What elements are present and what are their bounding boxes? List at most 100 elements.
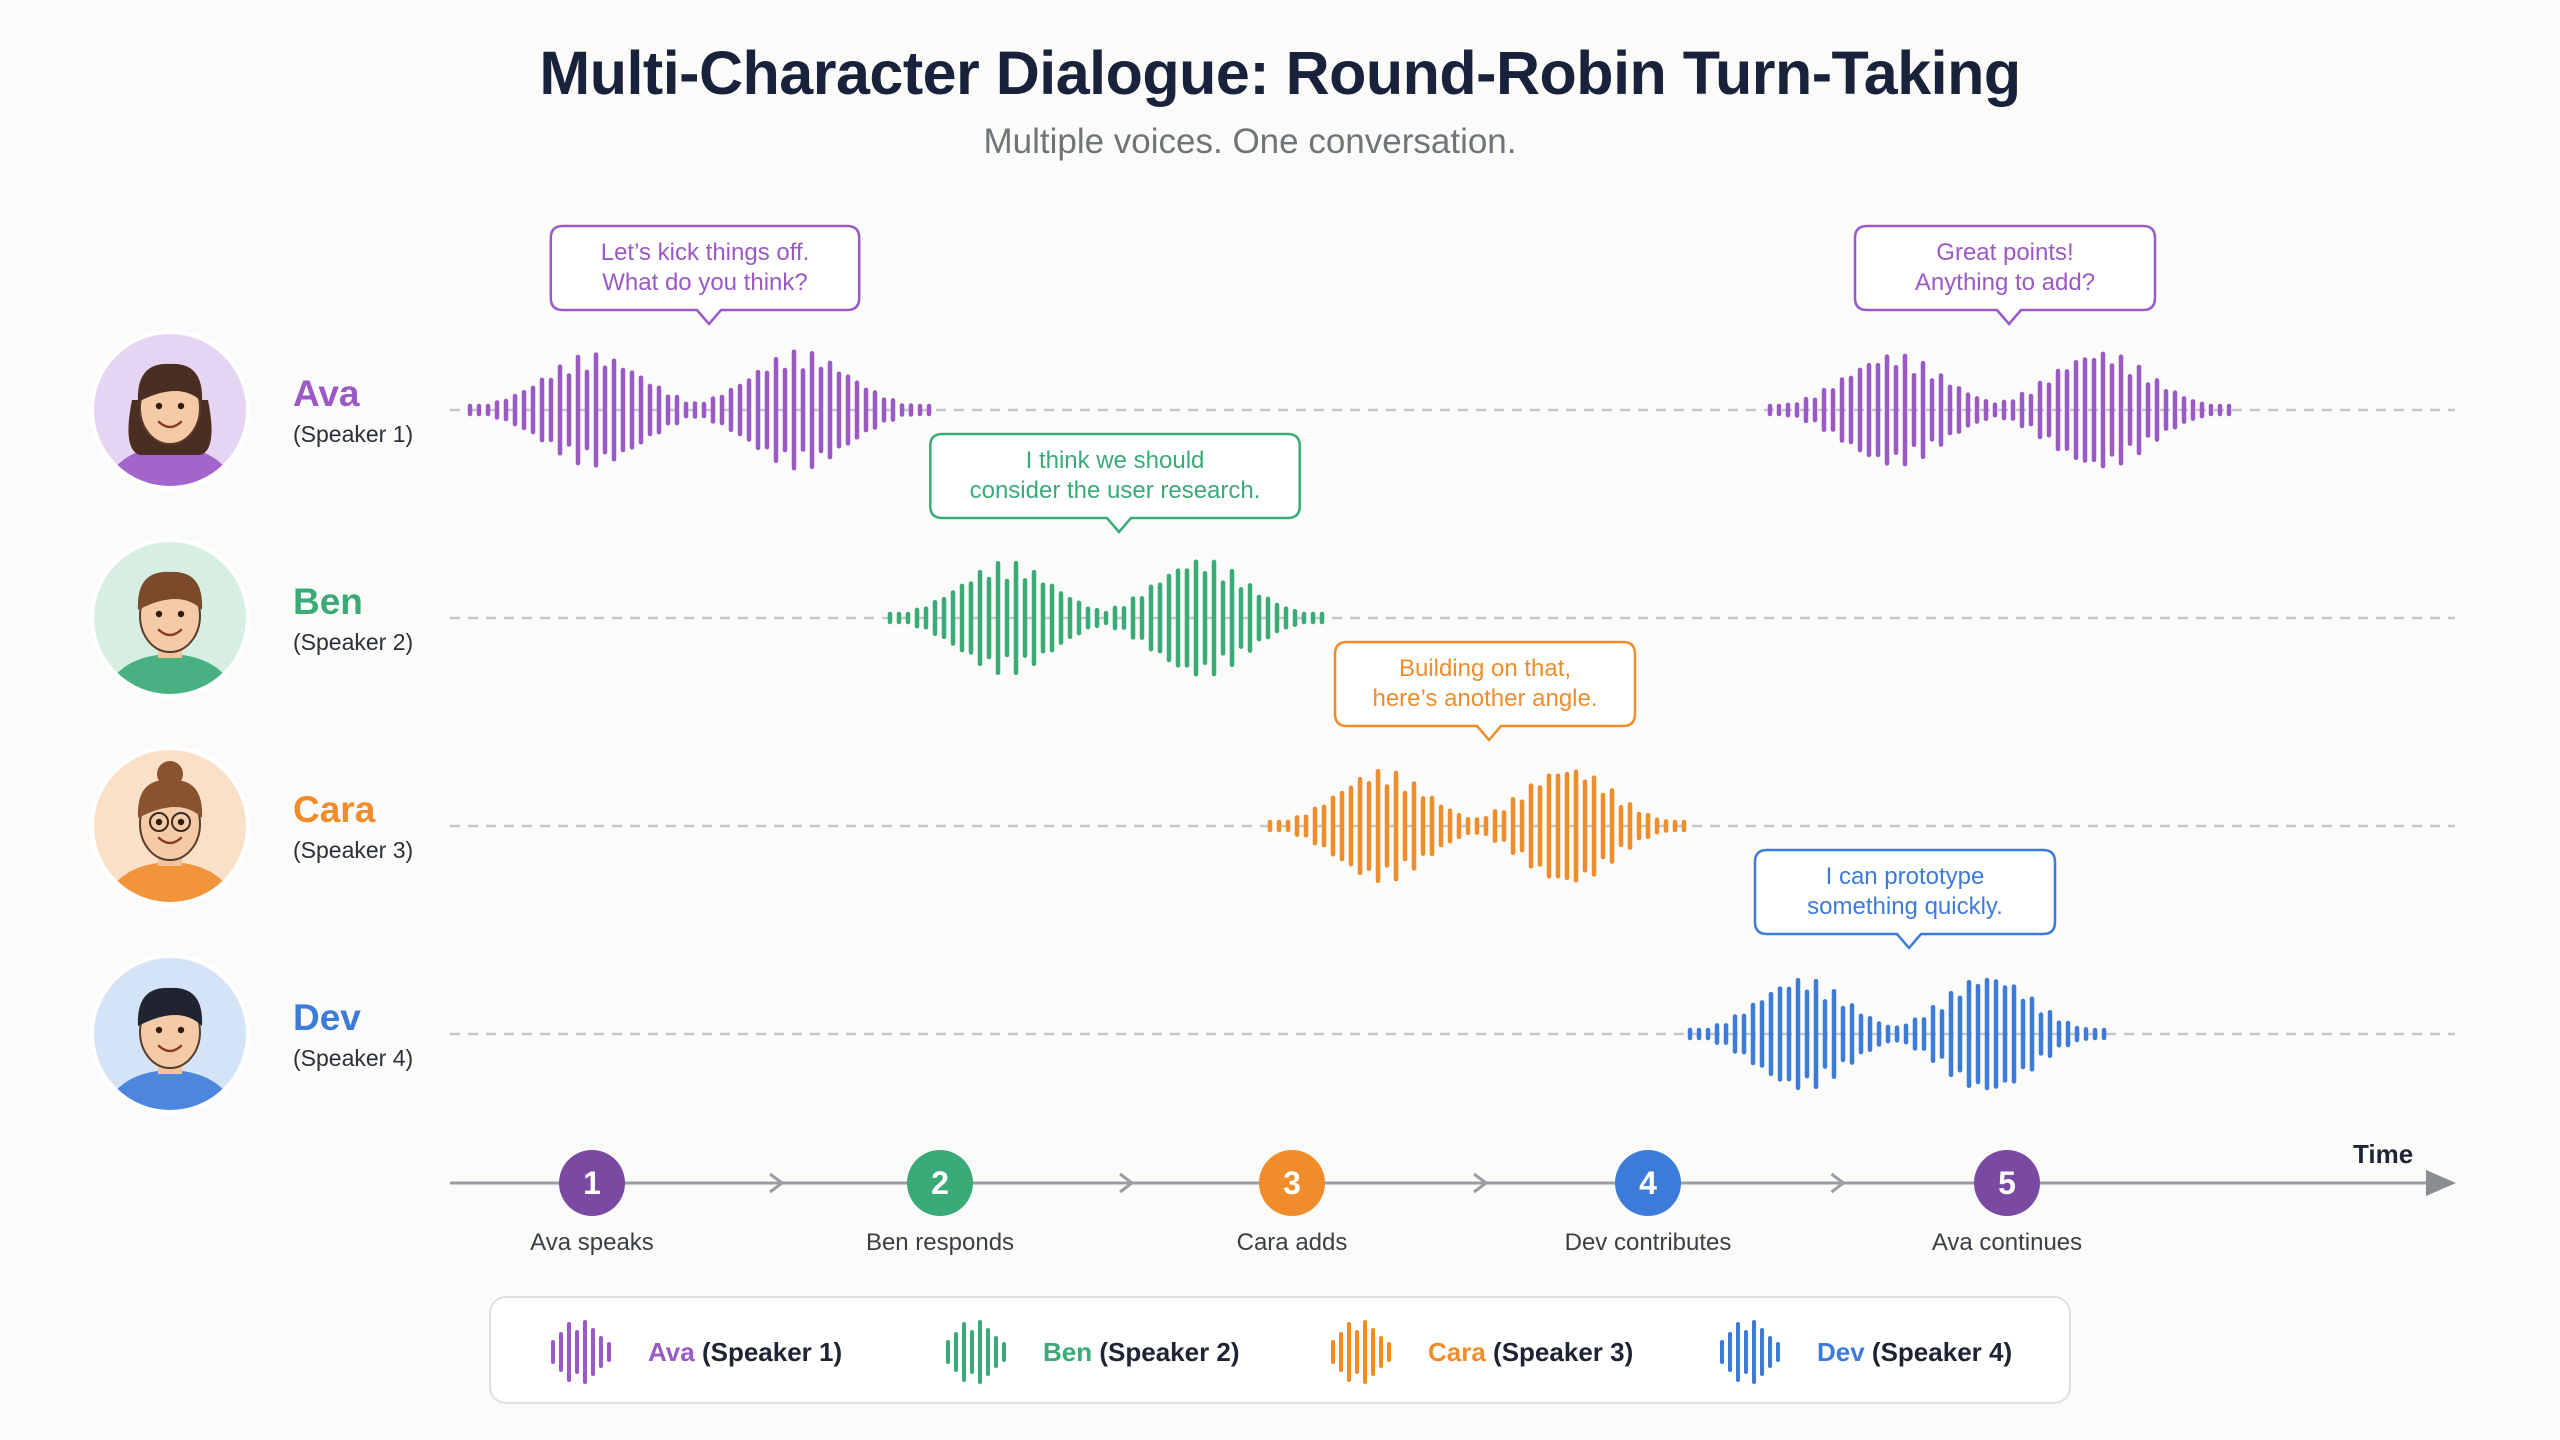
- avatar-eye: [177, 818, 185, 826]
- avatar-shirt: [100, 862, 240, 902]
- step-number: 5: [1998, 1165, 2016, 1201]
- legend-name: Cara: [1428, 1337, 1486, 1367]
- avatar-smile: [157, 836, 183, 845]
- avatar-eye: [155, 1026, 163, 1034]
- avatar-eye: [155, 402, 163, 410]
- legend: Ava (Speaker 1) Ben (Speaker 2) Cara (Spea…: [489, 1296, 2071, 1404]
- avatar-glasses: [149, 812, 169, 832]
- speech-bubble: [929, 432, 1301, 534]
- timeline-axis-label: Time: [2353, 1139, 2413, 1169]
- legend-role: (Speaker 3): [1486, 1337, 1633, 1367]
- speaker-row-cara: Cara(Speaker 3)Building on that,here’s a…: [90, 640, 2455, 906]
- legend-role: (Speaker 1): [695, 1337, 842, 1367]
- step-label: Ava speaks: [530, 1229, 654, 1256]
- step-marker: [1259, 1150, 1325, 1216]
- avatar-eye: [155, 610, 163, 618]
- chevron-right-icon: [1830, 1172, 1846, 1194]
- legend-label: Ben (Speaker 2): [1043, 1337, 1240, 1367]
- speech-bubble: [549, 224, 861, 326]
- chevron-right-icon: [1473, 1172, 1489, 1194]
- page-subtitle: Multiple voices. One conversation.: [983, 122, 1517, 161]
- woman-avatar-icon: [90, 330, 250, 490]
- legend-label: Cara (Speaker 3): [1428, 1337, 1633, 1367]
- avatar-shirt: [100, 654, 240, 694]
- woman-glasses-avatar-icon: [90, 746, 250, 906]
- speaker-role: (Speaker 1): [293, 421, 413, 447]
- chevron-right-icon: [1119, 1172, 1135, 1194]
- avatar-smile: [157, 420, 183, 429]
- step-label: Ben responds: [866, 1229, 1014, 1256]
- speech-bubble: [1853, 224, 2157, 326]
- legend-role: (Speaker 4): [1865, 1337, 2012, 1367]
- speech-bubble-text: Let’s kick things off.: [601, 239, 810, 266]
- waveform: [887, 559, 1325, 677]
- timeline-arrowhead-icon: [2426, 1170, 2456, 1196]
- step-label: Dev contributes: [1565, 1229, 1732, 1256]
- speech-bubble: [1753, 848, 2057, 950]
- speech-bubble: [1333, 640, 1637, 742]
- speech-bubble-text: Anything to add?: [1915, 269, 2095, 296]
- avatar-hair: [137, 363, 203, 402]
- avatar-hair: [137, 571, 203, 610]
- speech-bubble-text: I can prototype: [1826, 863, 1985, 890]
- speech-bubble-text: something quickly.: [1807, 893, 2003, 920]
- avatar-figure: [100, 571, 240, 694]
- legend-item-cara: Cara (Speaker 3): [1331, 1320, 1633, 1384]
- waveform: [467, 349, 932, 471]
- step-marker: [1615, 1150, 1681, 1216]
- speaker-name: Ben: [293, 581, 363, 622]
- step-marker: [559, 1150, 625, 1216]
- man-hoodie-avatar-icon: [90, 954, 250, 1114]
- speaker-row-ben: Ben(Speaker 2)I think we shouldconsider …: [90, 432, 2455, 698]
- speaker-row-ava: Ava (Speaker 1) Let’s kick things off. What…: [90, 224, 2455, 490]
- avatar-shirt: [100, 446, 240, 486]
- avatar-glasses: [171, 812, 191, 832]
- speaker-role: (Speaker 4): [293, 1045, 413, 1071]
- avatar-eye: [177, 402, 185, 410]
- legend-name: Ava: [648, 1337, 695, 1367]
- speech-bubble-text: I think we should: [1026, 447, 1205, 474]
- legend-box: [489, 1296, 2071, 1404]
- avatar-hair-bun: [157, 761, 183, 787]
- waveform-icon: [1720, 1320, 1780, 1384]
- speech-bubble-text: What do you think?: [602, 269, 807, 296]
- waveform: [1267, 768, 1687, 884]
- waveform: [1687, 977, 2107, 1091]
- legend-name: Ben: [1043, 1337, 1092, 1367]
- speaker-role: (Speaker 3): [293, 837, 413, 863]
- avatar-eye: [155, 818, 163, 826]
- man-avatar-icon: [90, 538, 250, 698]
- legend-name: Dev: [1817, 1337, 1865, 1367]
- step-number: 3: [1283, 1165, 1301, 1201]
- avatar-figure: [100, 363, 240, 486]
- avatar-shirt: [100, 1070, 240, 1110]
- speaker-name: Ava: [293, 373, 360, 414]
- step-label: Cara adds: [1237, 1229, 1348, 1256]
- avatar-hair: [137, 779, 203, 818]
- step-number: 1: [583, 1165, 601, 1201]
- legend-label: Ava (Speaker 1): [648, 1337, 842, 1367]
- chevron-right-icon: [769, 1172, 785, 1194]
- legend-role: (Speaker 2): [1092, 1337, 1239, 1367]
- waveform-icon: [551, 1320, 611, 1384]
- step-marker: [907, 1150, 973, 1216]
- legend-item-ava: Ava (Speaker 1): [551, 1320, 842, 1384]
- avatar-smile: [157, 628, 183, 637]
- avatar-figure: [100, 987, 240, 1110]
- speaker-role: (Speaker 2): [293, 629, 413, 655]
- step-number: 2: [931, 1165, 949, 1201]
- legend-item-ben: Ben (Speaker 2): [946, 1320, 1240, 1384]
- speech-bubble-text: here’s another angle.: [1372, 685, 1597, 712]
- waveform: [1767, 351, 2232, 469]
- avatar-eye: [177, 1026, 185, 1034]
- legend-item-dev: Dev (Speaker 4): [1720, 1320, 2012, 1384]
- waveform-icon: [1331, 1320, 1391, 1384]
- avatar-figure: [100, 761, 240, 902]
- page-title: Multi-Character Dialogue: Round-Robin Tu…: [539, 39, 2021, 107]
- avatar-eye: [177, 610, 185, 618]
